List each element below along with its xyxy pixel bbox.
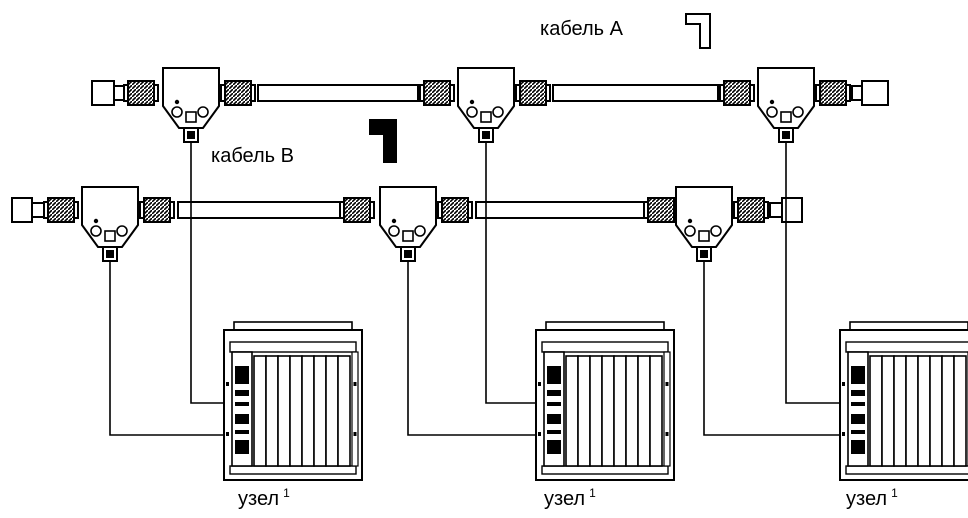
terminator-a-right (861, 80, 889, 106)
t-connector-b3 (675, 186, 733, 262)
node-1-chassis (223, 321, 363, 481)
terminator-b-left (11, 197, 33, 223)
node-1-name: узел (238, 488, 280, 510)
cable-b-segment-1 (177, 201, 341, 219)
cable-b-segment-2 (475, 201, 645, 219)
node-3-name: узел (846, 488, 888, 510)
terminator-a-left (91, 80, 115, 106)
node-1-sup: 1 (283, 486, 290, 500)
t-connector-a3 (757, 67, 815, 143)
t-connector-a1 (162, 67, 220, 143)
cable-a-label: кабель A (540, 18, 623, 40)
cable-a-segment-1 (257, 84, 419, 102)
node-3-chassis (839, 321, 968, 481)
cable-b-trunk (11, 186, 803, 262)
cable-b-label: кабель B (211, 145, 294, 167)
terminator-b-right (781, 197, 803, 223)
node-2-sup: 1 (589, 486, 596, 500)
node-2-name: узел (544, 488, 586, 510)
cable-a-trunk (91, 67, 889, 143)
cable-b-marker-icon (369, 119, 397, 163)
node-2-chassis (535, 321, 675, 481)
cable-a-segment-2 (552, 84, 719, 102)
t-connector-b2 (379, 186, 437, 262)
node-3-sup: 1 (891, 486, 898, 500)
cable-a-marker-icon (685, 13, 711, 49)
t-connector-a2 (457, 67, 515, 143)
t-connector-b1 (81, 186, 139, 262)
drop-lines (109, 142, 852, 436)
